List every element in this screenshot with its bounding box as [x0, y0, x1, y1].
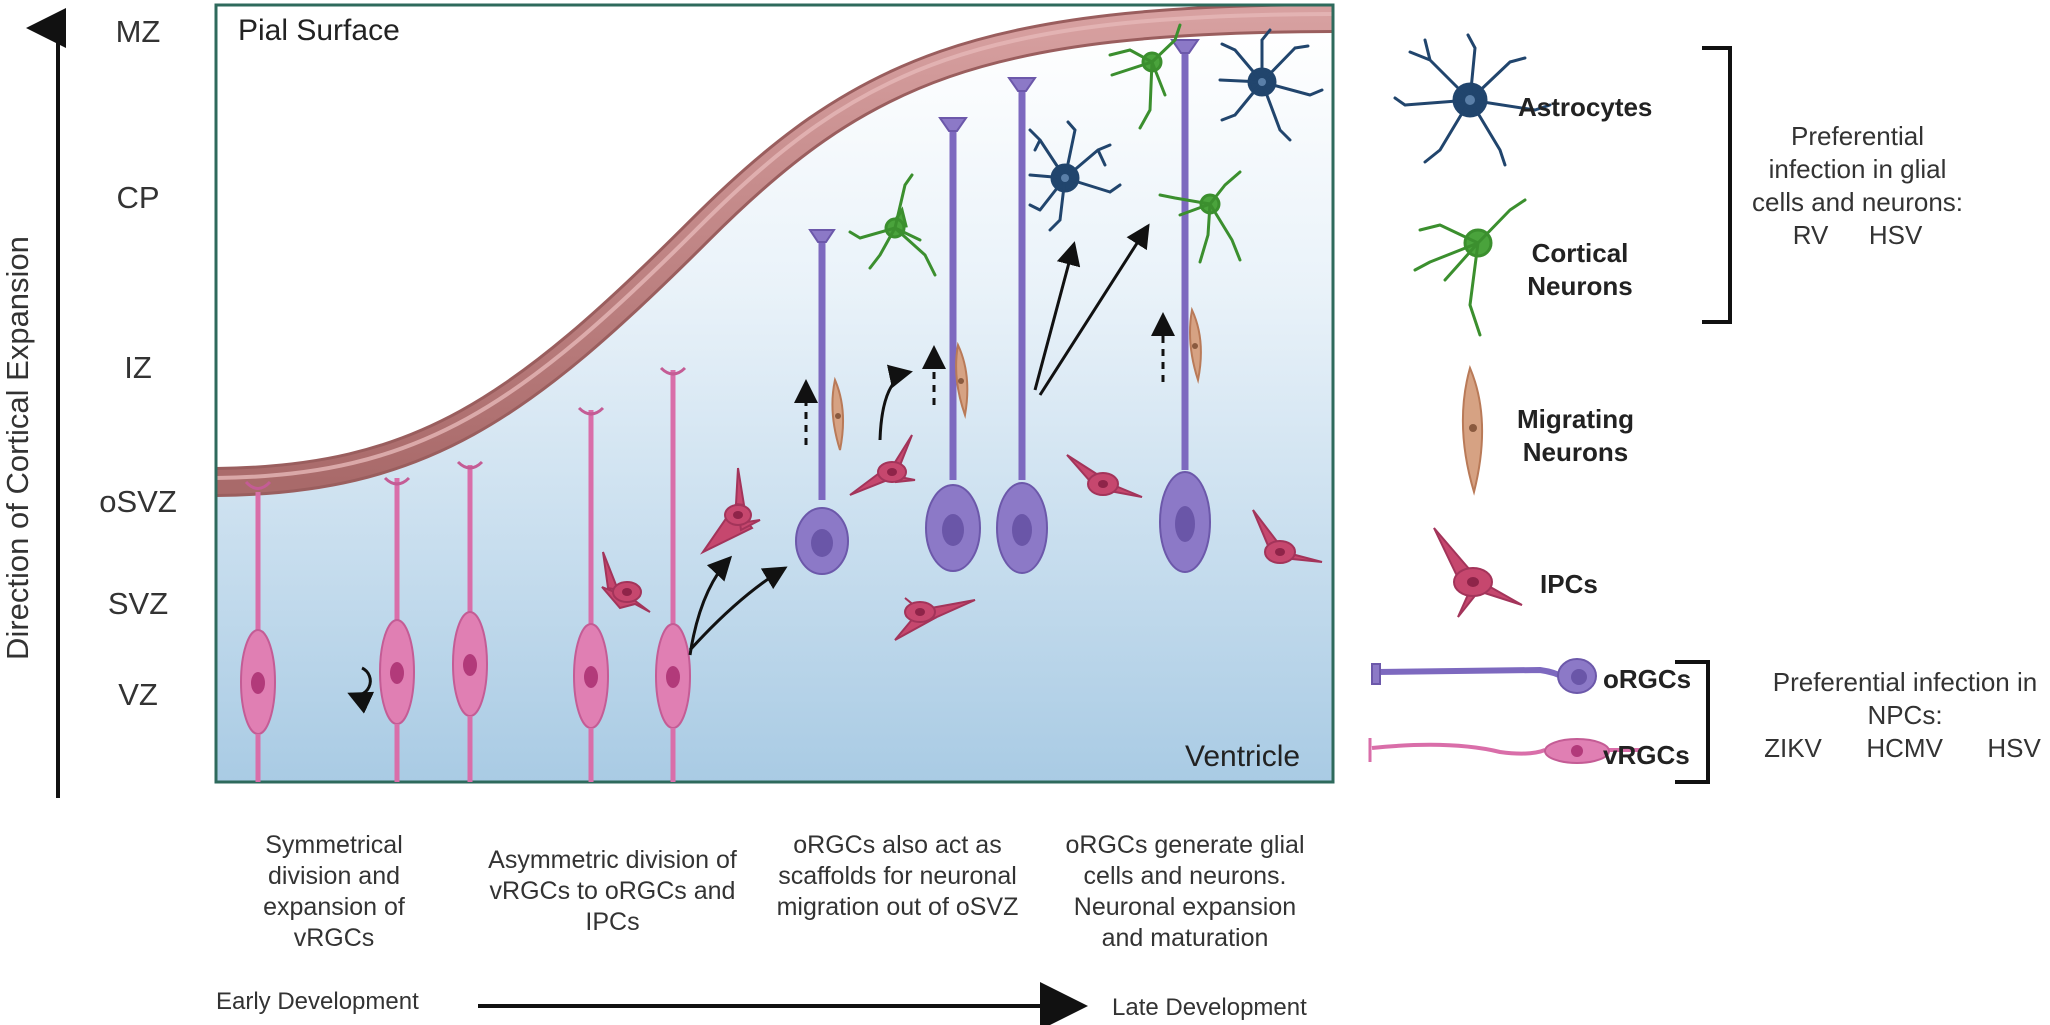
legend-orgcs-label: oRGCs: [1603, 664, 1692, 694]
virus-hsv-npc: HSV: [1987, 733, 2041, 763]
timeline-start-label: Early Development: [216, 988, 419, 1015]
ipc-cell: [849, 434, 916, 496]
ventricle-label: Ventricle: [1185, 740, 1301, 773]
ipc-cell: [1066, 454, 1143, 498]
orgc-cell: [925, 117, 981, 572]
caption-stage-4: oRGCs generate glial cells and neurons. …: [1065, 831, 1305, 952]
division-cycle-arrow: [347, 666, 375, 714]
ipc-cells: [601, 434, 1323, 641]
zone-label-cp: CP: [116, 180, 160, 215]
vrgc-cells: [240, 366, 691, 782]
panel-frame: [214, 3, 1335, 784]
timeline-end-label: Late Development: [1112, 994, 1307, 1021]
migrating-neurons: [831, 306, 1202, 451]
orgc-cell: [996, 77, 1048, 574]
astrocyte-cells: [1028, 28, 1324, 232]
migrating-neuron-cell: [1189, 306, 1202, 384]
virus-hsv: HSV: [1868, 220, 1923, 250]
ipc-cell: [894, 597, 976, 641]
npc-infection-title: Preferential infection in NPCs:: [1772, 667, 2038, 730]
virus-rv: RV: [1792, 220, 1829, 250]
legend-vrgcs-label: vRGCs: [1603, 740, 1690, 770]
zone-label-mz: MZ: [115, 14, 161, 49]
vrgc-cell: [379, 476, 415, 782]
astrocyte-cell: [1028, 120, 1122, 232]
cortical-neuron-cell: [1158, 170, 1242, 264]
caption-stage-2: Asymmetric division of vRGCs to oRGCs an…: [488, 846, 737, 936]
orgc-cells: [795, 39, 1211, 575]
zone-label-iz: IZ: [124, 350, 152, 385]
legend-migrating-neurons-label: Migrating Neurons: [1517, 404, 1634, 467]
orgc-cell: [1159, 39, 1211, 573]
virus-hcmv: HCMV: [1866, 733, 1943, 763]
cortical-neuron-cells: [848, 23, 1242, 277]
cortical-neuron-cell: [1108, 23, 1182, 130]
ipc-cell: [601, 551, 651, 613]
caption-stage-1: Symmetrical division and expansion of vR…: [263, 831, 405, 952]
legend-astrocytes-label: Astrocytes: [1518, 92, 1653, 122]
zone-label-vz: VZ: [118, 677, 158, 712]
ipc-cell: [1252, 509, 1323, 564]
vrgc-cell: [573, 406, 609, 782]
virus-zikv: ZIKV: [1764, 733, 1822, 763]
zone-label-osvz: oSVZ: [99, 484, 177, 519]
vrgc-cell: [452, 460, 488, 782]
astrocyte-cell: [1218, 28, 1324, 142]
legend-ipcs-label: IPCs: [1540, 569, 1598, 599]
pial-surface-label: Pial Surface: [238, 14, 400, 47]
orgc-cell: [795, 229, 849, 575]
migration-arrows: [794, 312, 1175, 445]
cortical-neuron-cell: [848, 173, 937, 277]
legend-cortical-neurons-label: Cortical Neurons: [1527, 238, 1633, 301]
caption-stage-3: oRGCs also act as scaffolds for neuronal…: [776, 831, 1019, 921]
migrating-neuron-cell: [831, 376, 844, 451]
npc-virus-list: ZIKV HCMV HSV: [1760, 732, 2045, 765]
differentiation-arrows: [688, 223, 1150, 656]
glial-virus-list: RV HSV: [1750, 219, 1965, 252]
vrgc-cell: [240, 480, 276, 782]
glial-infection-title: Preferential infection in glial cells an…: [1751, 121, 1964, 217]
migrating-neuron-cell: [955, 341, 969, 419]
zone-label-svz: SVZ: [107, 586, 169, 621]
vrgc-cell: [655, 366, 691, 782]
ipc-cell: [700, 467, 761, 555]
